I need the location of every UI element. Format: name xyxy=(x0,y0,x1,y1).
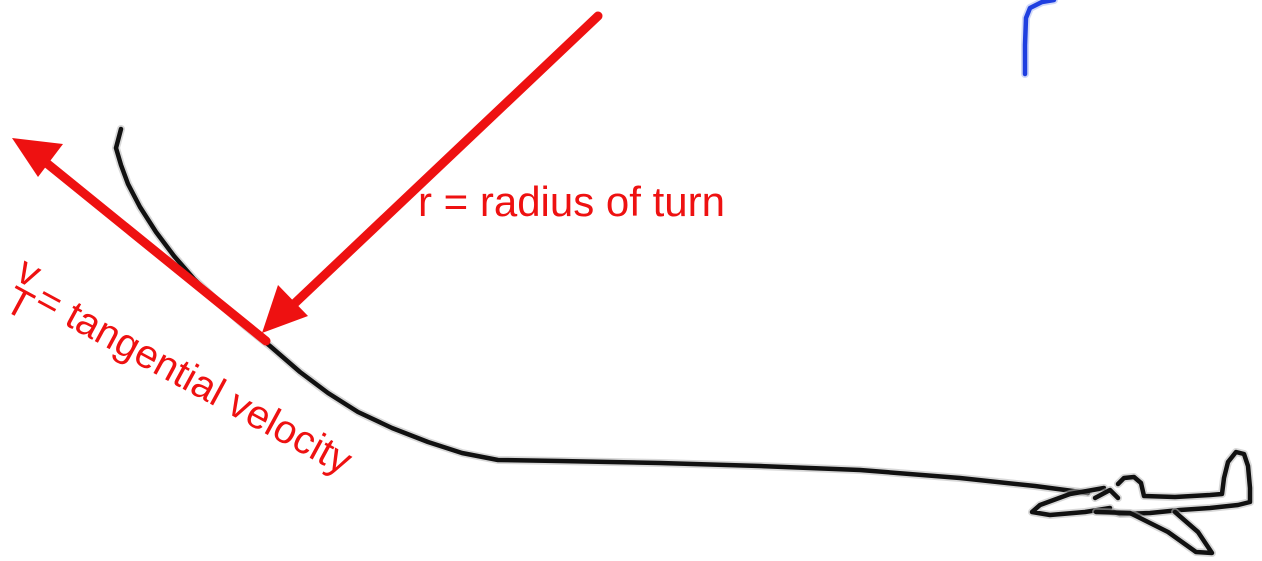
radius-label: r = radius of turn xyxy=(418,178,725,225)
radius-arrow xyxy=(262,11,603,333)
flight-path xyxy=(112,125,1092,497)
handwritten-r xyxy=(1021,0,1058,78)
tangential-velocity-arrow xyxy=(12,138,271,346)
airplane-sketch xyxy=(1028,448,1254,557)
